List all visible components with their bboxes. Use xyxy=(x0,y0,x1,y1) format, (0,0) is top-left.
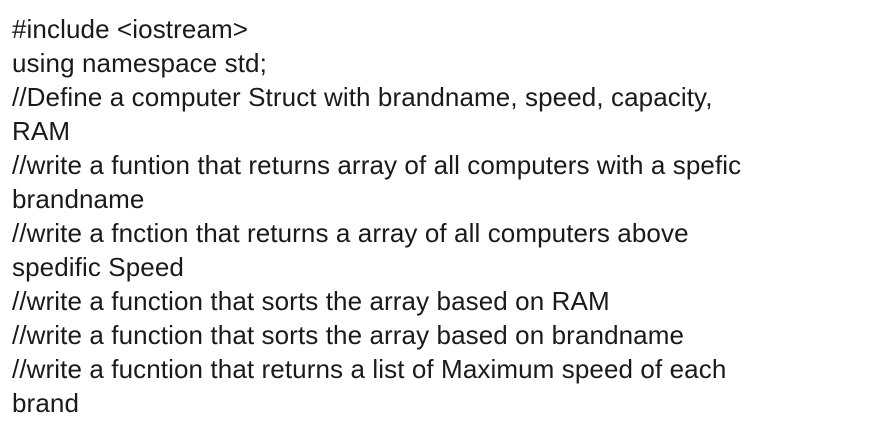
line-namespace: using namespace std; xyxy=(12,48,267,78)
line-comment-speed-filter-cont: spedific Speed xyxy=(12,252,184,282)
text-body: #include <iostream> using namespace std;… xyxy=(12,12,882,420)
line-include: #include <iostream> xyxy=(12,14,249,44)
line-comment-brand-filter: //write a funtion that returns array of … xyxy=(12,150,742,180)
line-comment-sort-brand: //write a function that sorts the array … xyxy=(12,320,685,350)
line-comment-max-speed-cont: brand xyxy=(12,388,79,418)
line-comment-sort-ram: //write a function that sorts the array … xyxy=(12,286,610,316)
line-comment-brand-filter-cont: brandname xyxy=(12,184,145,214)
line-comment-struct: //Define a computer Struct with brandnam… xyxy=(12,82,713,112)
line-comment-struct-cont: RAM xyxy=(12,116,71,146)
line-comment-max-speed: //write a fucntion that returns a list o… xyxy=(12,354,727,384)
line-comment-speed-filter: //write a fnction that returns a array o… xyxy=(12,218,689,248)
